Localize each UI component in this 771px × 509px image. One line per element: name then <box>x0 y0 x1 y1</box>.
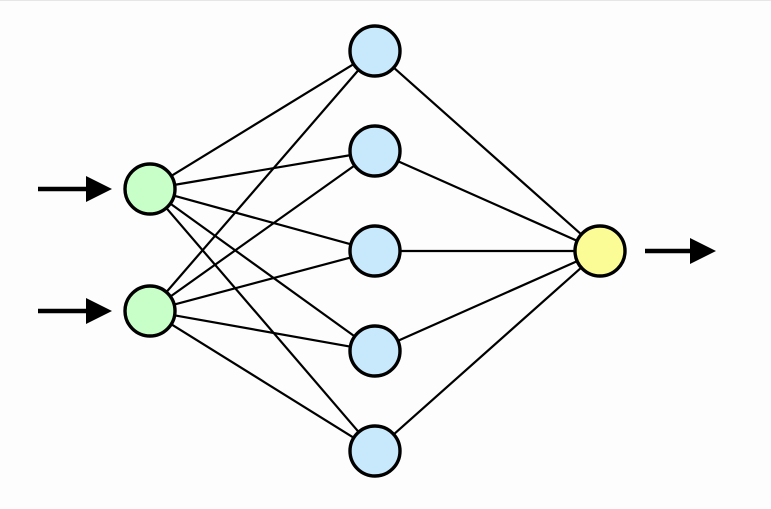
arrow-head <box>86 176 112 202</box>
edge-i2-to-h1 <box>164 68 361 294</box>
hidden-node-circle[interactable] <box>348 324 402 378</box>
input-arrow-in1 <box>38 176 112 202</box>
edge-h5-to-o1 <box>392 266 583 436</box>
edge-i2-to-h3 <box>172 256 353 306</box>
edge-i1-to-h5 <box>164 206 361 434</box>
edge-h2-to-o1 <box>396 159 579 243</box>
edge-i2-to-h2 <box>168 164 357 298</box>
arrow-head <box>690 238 716 264</box>
edges-group <box>164 62 583 440</box>
input-node-circle[interactable] <box>123 162 177 216</box>
hidden-node-circle[interactable] <box>348 224 402 278</box>
nodes-group <box>123 24 627 478</box>
edge-i1-to-h2 <box>173 153 352 187</box>
io-arrows-group <box>38 176 716 324</box>
node-h4-hidden[interactable] <box>348 324 402 378</box>
output-node-circle[interactable] <box>573 224 627 278</box>
hidden-node-circle[interactable] <box>348 24 402 78</box>
input-node-circle[interactable] <box>123 284 177 338</box>
node-i2-input[interactable] <box>123 284 177 338</box>
node-o1-output[interactable] <box>573 224 627 278</box>
node-i1-input[interactable] <box>123 162 177 216</box>
output-arrow-out1 <box>645 238 716 264</box>
node-h1-hidden[interactable] <box>348 24 402 78</box>
edge-i1-to-h3 <box>172 194 353 246</box>
edge-h1-to-o1 <box>392 66 583 236</box>
arrow-head <box>86 298 112 324</box>
node-h5-hidden[interactable] <box>348 424 402 478</box>
edge-h4-to-o1 <box>396 259 579 343</box>
edge-i1-to-h4 <box>168 202 357 338</box>
node-h2-hidden[interactable] <box>348 124 402 178</box>
edge-i1-to-h1 <box>169 62 356 178</box>
edge-i2-to-h5 <box>169 322 356 440</box>
edge-i2-to-h4 <box>173 314 352 348</box>
hidden-node-circle[interactable] <box>348 424 402 478</box>
node-h3-hidden[interactable] <box>348 224 402 278</box>
hidden-node-circle[interactable] <box>348 124 402 178</box>
input-arrow-in2 <box>38 298 112 324</box>
